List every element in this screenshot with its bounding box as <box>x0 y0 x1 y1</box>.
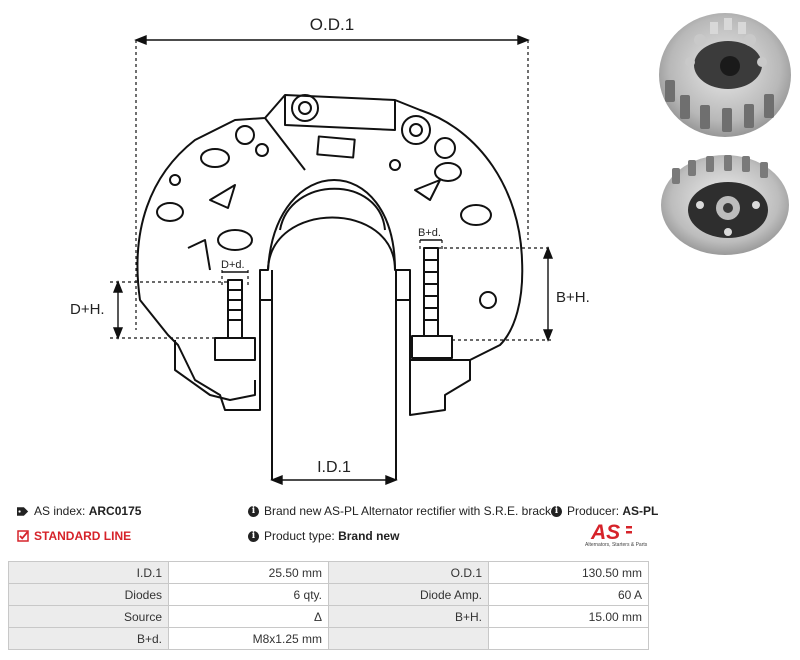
spec-label-cell <box>328 627 489 650</box>
spec-label-cell: O.D.1 <box>328 561 489 584</box>
as-index-value: ARC0175 <box>88 504 142 518</box>
spec-label-cell: B+d. <box>8 627 169 650</box>
bd-label: B+d. <box>418 227 441 239</box>
spec-value-cell: M8x1.25 mm <box>168 627 329 650</box>
spec-value-cell: 6 qty. <box>168 583 329 606</box>
info-icon: i <box>248 505 259 517</box>
as-index-line: AS index: ARC0175 <box>17 504 141 518</box>
standard-line-label: STANDARD LINE <box>34 529 132 543</box>
tag-icon <box>17 506 29 516</box>
product-photo-top <box>650 0 800 150</box>
dd-label: D+d. <box>221 259 245 271</box>
rectifier-outline <box>136 94 524 416</box>
rectifier-technical-drawing: O.D.1 I.D.1 D+H. B+H. D+d. B+d. <box>70 15 590 486</box>
spec-label-cell: B+H. <box>328 605 489 628</box>
logo-tagline: Alternators, Starters & Parts <box>585 542 648 548</box>
spec-value-cell: 25.50 mm <box>168 561 329 584</box>
logo-text: AS <box>590 521 620 542</box>
spec-value-cell <box>488 627 649 650</box>
dh-label: D+H. <box>70 301 105 318</box>
table-row: B+d.M8x1.25 mm <box>8 627 649 650</box>
product-photo-bottom <box>650 150 800 265</box>
as-logo-mark: AS <box>590 521 632 544</box>
product-type-label: Product type: <box>264 529 335 543</box>
producer-line: i Producer: AS-PL <box>551 504 658 518</box>
id-label: I.D.1 <box>317 459 351 476</box>
center-hole <box>267 179 396 271</box>
as-index-label: AS index: <box>34 504 86 518</box>
bh-label: B+H. <box>556 289 590 306</box>
product-info: AS index: ARC0175 i Brand new AS-PL Alte… <box>0 498 800 558</box>
spec-value-cell: 130.50 mm <box>488 561 649 584</box>
spec-label-cell: Diode Amp. <box>328 583 489 606</box>
product-type-line: i Product type: Brand new <box>248 529 399 543</box>
spec-value-cell: Δ <box>168 605 329 628</box>
description-line: i Brand new AS-PL Alternator rectifier w… <box>248 504 561 518</box>
standard-line: STANDARD LINE <box>17 529 131 543</box>
spec-label-cell: Source <box>8 605 169 628</box>
description-text: Brand new AS-PL Alternator rectifier wit… <box>264 504 562 518</box>
as-logo: AS Alternators, Starters & Parts <box>583 520 653 552</box>
spec-label-cell: I.D.1 <box>8 561 169 584</box>
spec-value-cell: 60 A <box>488 583 649 606</box>
producer-label: Producer: <box>567 504 620 518</box>
info-icon: i <box>551 505 562 517</box>
producer-value: AS-PL <box>622 504 659 518</box>
spec-label-cell: Diodes <box>8 583 169 606</box>
checkbox-checked-icon <box>17 530 29 542</box>
product-type-value: Brand new <box>338 529 400 543</box>
info-icon: i <box>248 530 259 542</box>
spec-value-cell: 15.00 mm <box>488 605 649 628</box>
od-label: O.D.1 <box>310 15 354 34</box>
